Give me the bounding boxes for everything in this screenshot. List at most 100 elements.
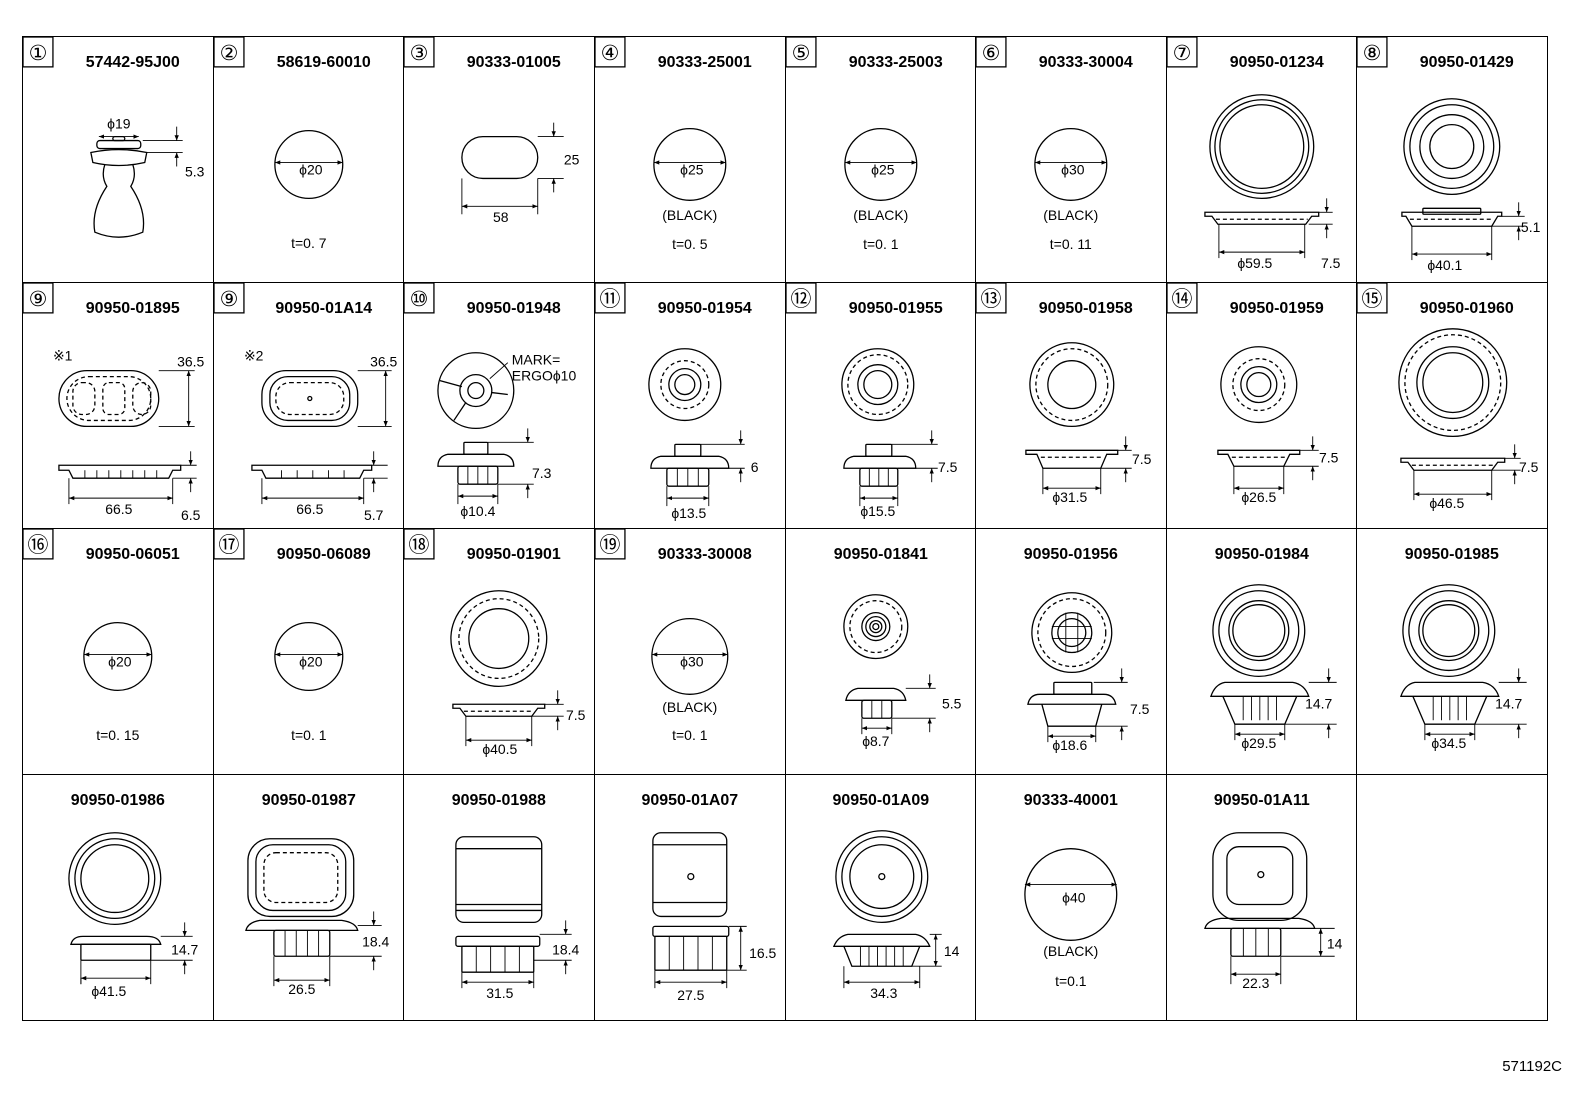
dimension-label: ϕ20: [108, 653, 132, 669]
item-number-badge: ⑭: [1171, 287, 1192, 311]
dimension-label: ϕ41.5: [91, 983, 126, 999]
part-number: 90950-01960: [1420, 300, 1514, 317]
dimension-label: (BLACK): [662, 699, 717, 715]
part-number: 90950-01988: [452, 792, 546, 809]
item-number-box: [23, 283, 54, 314]
item-number-badge: ⑨: [29, 287, 48, 311]
item-number-badge: ⑩: [410, 287, 429, 311]
dimension-label: ϕ19: [107, 116, 131, 132]
dimension-label: ※1: [53, 348, 73, 364]
dimension-label: t=0. 1: [291, 727, 327, 743]
item-number-box: [213, 283, 245, 314]
item-number-box: [404, 529, 435, 560]
part-number: 90950-06089: [276, 546, 370, 563]
part-number: 90333-25003: [848, 54, 942, 71]
part-illustration: ϕ40.57.5: [450, 590, 586, 757]
dimension-label: 7.5: [1130, 701, 1150, 717]
item-number-badge: ③: [410, 41, 429, 65]
item-number-box: [1166, 283, 1198, 314]
dimension-label: 7.5: [1319, 449, 1339, 465]
item-number-badge: ⑦: [1172, 41, 1191, 65]
dimension-label: ϕ26.5: [1241, 489, 1276, 505]
part-number: 90950-01A11: [1214, 792, 1310, 809]
dimension-label: 14.7: [171, 941, 198, 957]
part-illustration: ϕ30(BLACK)t=0. 11: [1034, 127, 1108, 252]
dimension-label: 36.5: [370, 354, 397, 370]
dimension-label: t=0. 1: [672, 727, 708, 743]
dimension-label: t=0.1: [1055, 973, 1087, 989]
item-number-box: [594, 283, 626, 314]
dimension-label: ϕ20: [299, 161, 323, 177]
part-number: 90950-01429: [1420, 54, 1514, 71]
dimension-label: t=0. 11: [1050, 236, 1092, 252]
part-illustration: 18.426.5: [244, 838, 389, 997]
item-number-badge: ②: [219, 41, 238, 65]
item-number-box: [785, 37, 817, 68]
dimension-label: ϕ18.6: [1052, 737, 1087, 753]
dimension-label: ϕ13.5: [671, 505, 706, 521]
dimension-label: ϕ59.5: [1237, 255, 1272, 271]
part-number: 90950-01A14: [275, 300, 372, 317]
item-number-box: [1357, 37, 1388, 68]
part-number: 90950-01895: [86, 300, 180, 317]
part-number: 90333-40001: [1024, 792, 1118, 809]
dimension-label: 7.5: [937, 459, 957, 475]
dimension-label: (BLACK): [1043, 943, 1098, 959]
part-number: 90950-01A09: [832, 792, 929, 809]
part-number: 90950-01985: [1405, 546, 1499, 563]
dimension-label: 5.7: [364, 507, 384, 523]
dimension-label: ※2: [244, 348, 264, 364]
dimension-label: 16.5: [749, 945, 776, 961]
part-illustration: 5.5ϕ8.7: [842, 594, 961, 749]
dimension-label: t=0. 5: [672, 236, 708, 252]
dimension-label: 14.7: [1495, 695, 1522, 711]
part-cell: 90333-40001 ϕ40 (BLACK) t=0.1: [976, 775, 1167, 1021]
part-illustration: ϕ31.57.5: [1025, 342, 1152, 505]
item-number-badge: ①: [29, 41, 48, 65]
item-number-badge: ⑨: [219, 287, 238, 311]
item-number-box: [213, 37, 245, 68]
part-number: 90950-01956: [1024, 546, 1118, 563]
dimension-label: ERGOϕ10: [512, 368, 577, 384]
dimension-label: 6: [751, 459, 759, 475]
part-illustration: ϕ46.57.5: [1398, 328, 1539, 511]
item-number-box: [1357, 283, 1388, 314]
item-number-badge: ⑰: [218, 533, 239, 557]
dimension-label: 14: [943, 943, 959, 959]
dimension-label: 5.3: [185, 163, 205, 179]
dimension-label: ϕ40: [1062, 889, 1086, 905]
dimension-label: ϕ40.5: [483, 741, 518, 757]
dimension-label: 31.5: [486, 985, 513, 1001]
part-number: 90950-01948: [467, 300, 561, 317]
